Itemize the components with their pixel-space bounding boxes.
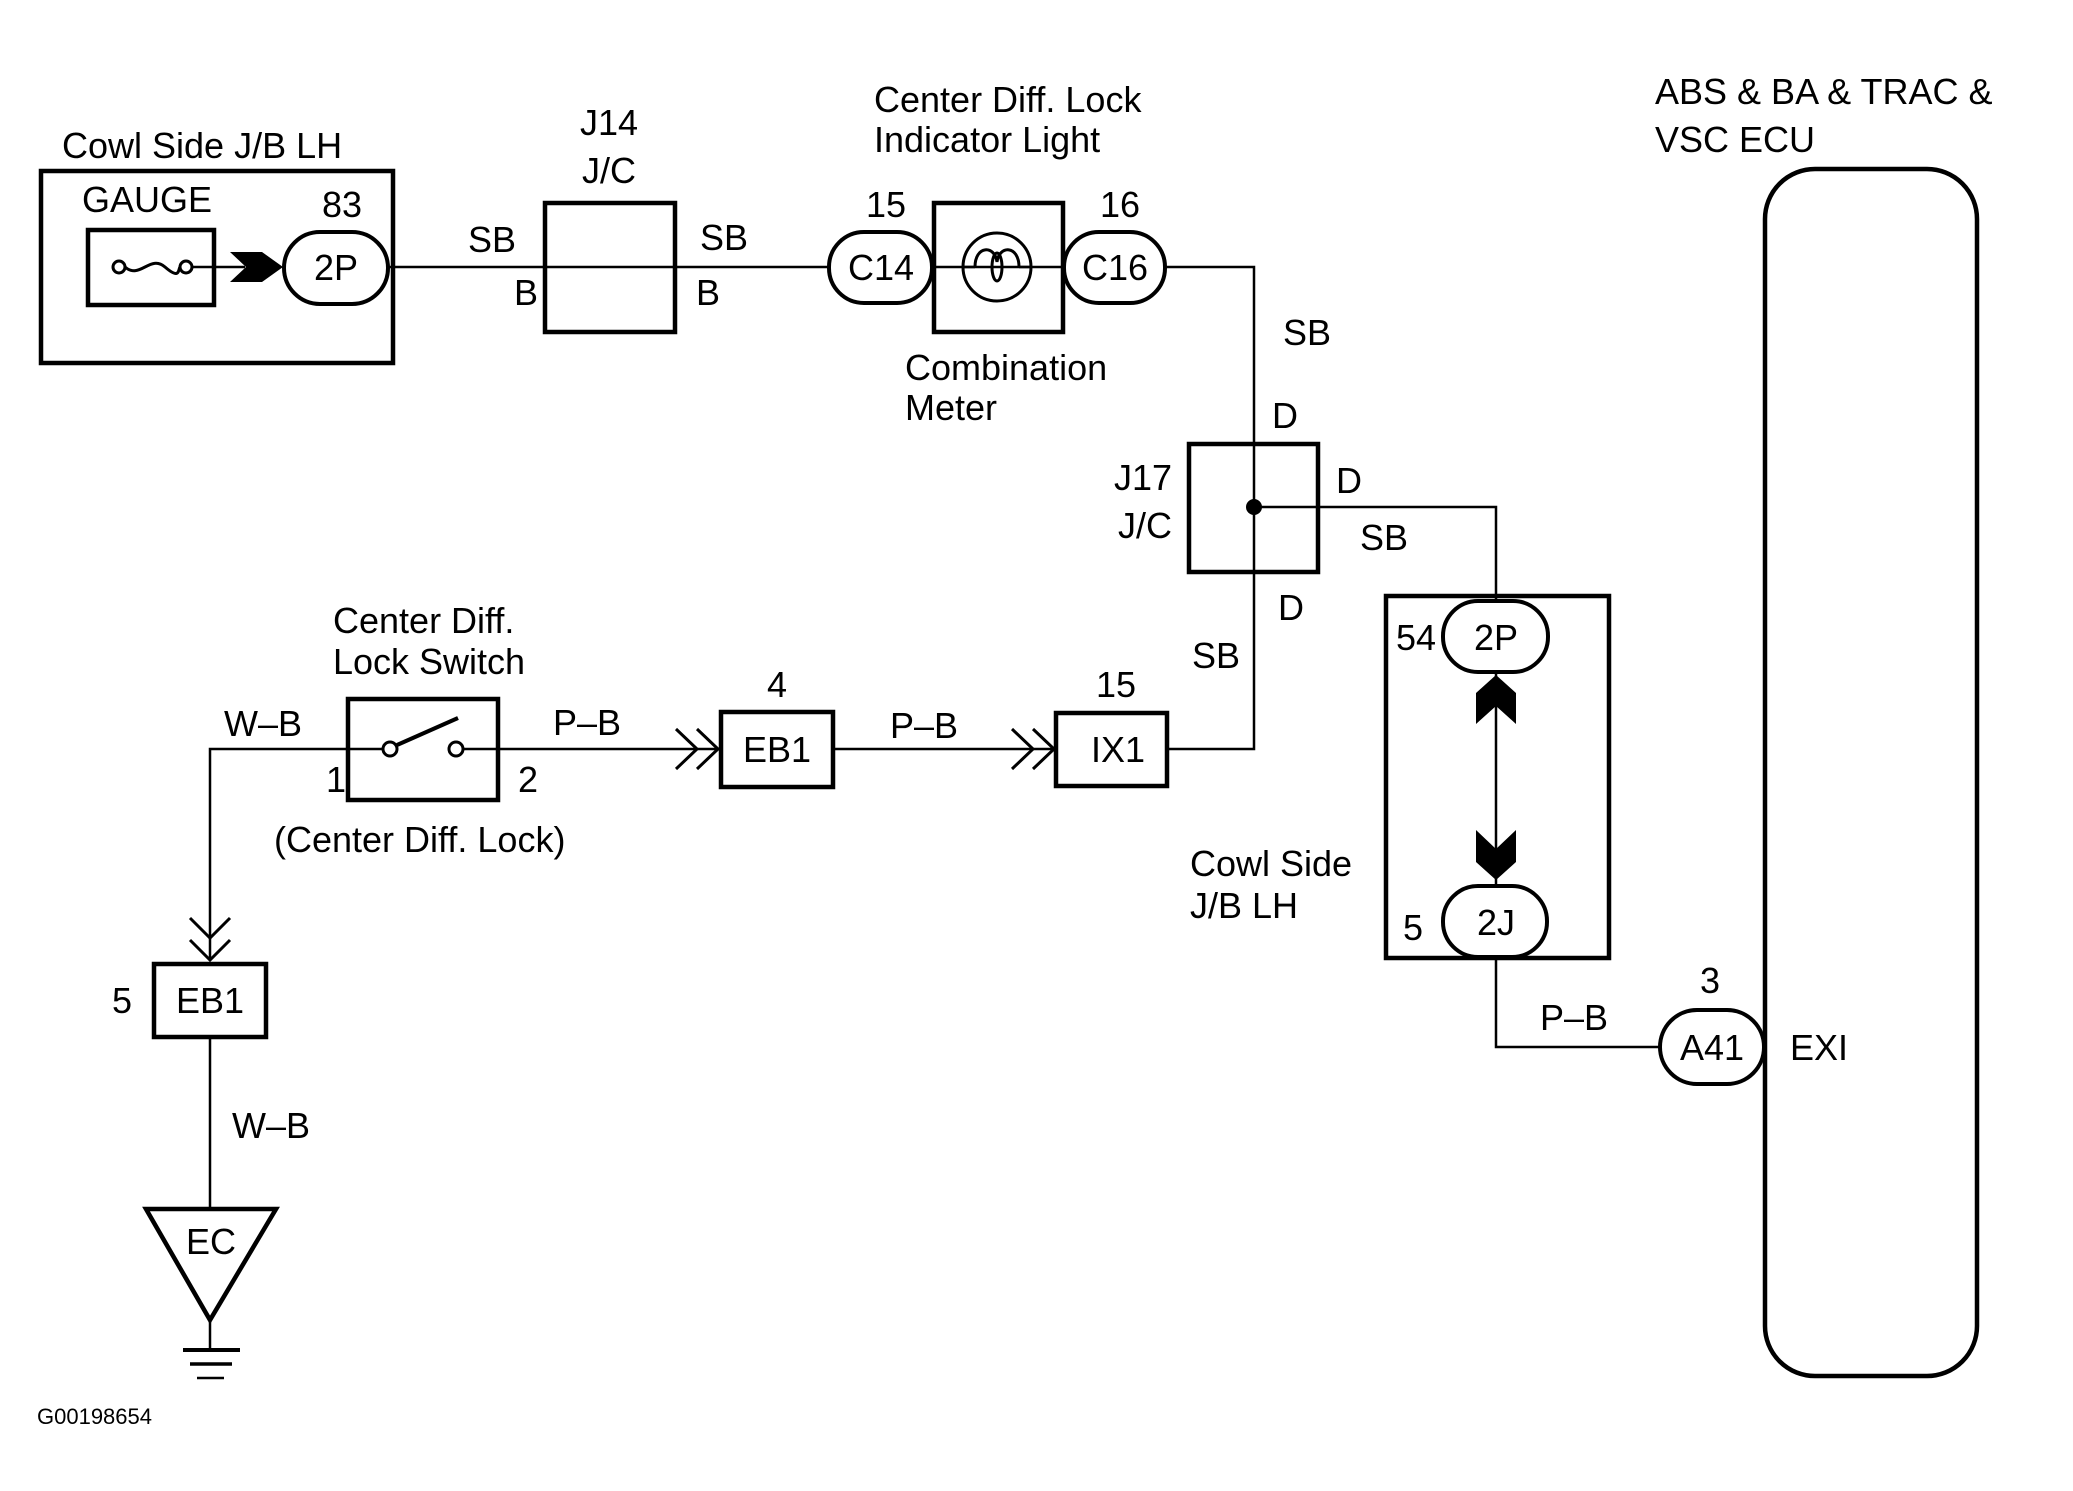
j14-left-bottom-color: B (514, 272, 538, 313)
ground-icon (183, 1320, 240, 1380)
pin-83-label: 83 (322, 184, 362, 225)
ground-point: EC (142, 1206, 280, 1380)
wire-color-switch-left: W–B (224, 703, 302, 744)
connector-c14 (827, 230, 934, 305)
wire-j17-to-cowl (1254, 505, 1498, 600)
ix1-box (1053, 710, 1170, 789)
connector-c14-label: C14 (848, 247, 914, 288)
eb1-right-label: EB1 (743, 729, 811, 770)
wire-color-eb1-ix1: P–B (890, 705, 958, 746)
eb1-ground-pin: 5 (112, 980, 132, 1021)
fuse-icon (111, 259, 194, 275)
cowl-jb-bottom-title-line2: J/B LH (1190, 885, 1298, 926)
ix1-pin: 15 (1096, 664, 1136, 705)
connector-arrow-icon (230, 252, 283, 282)
j14-junction: J14 J/C SB B SB B (468, 102, 748, 335)
connector-chevron-icon (188, 916, 232, 963)
j14-right-top-color: SB (700, 217, 748, 258)
connector-2j (1441, 884, 1549, 959)
j17-right-pin: D (1336, 460, 1362, 501)
j14-right-bottom-color: B (696, 272, 720, 313)
bulb-icon (961, 231, 1033, 303)
ground-triangle (142, 1206, 280, 1325)
connector-2p-bottom (1441, 599, 1550, 674)
j14-box (542, 200, 678, 335)
a41-connector: 3 A41 EXI (1658, 960, 1848, 1086)
wire-color-j17-ix1: SB (1192, 635, 1240, 676)
j14-type: J/C (582, 150, 636, 191)
wire-cowl-to-a41 (1494, 958, 1660, 1049)
ecu-box (1762, 166, 1980, 1379)
j17-top-pin: D (1272, 395, 1298, 436)
wire-j17-to-ix1 (1167, 572, 1256, 751)
eb1-connector-right: 4 EB1 (718, 664, 836, 790)
gauge-fuse-label: GAUGE (82, 179, 212, 220)
cowl-2p-pin: 54 (1396, 617, 1436, 658)
switch-pin-1: 1 (326, 759, 346, 800)
j14-name: J14 (580, 102, 638, 143)
c14-pin-label: 15 (866, 184, 906, 225)
ecu-terminal-exi: EXI (1790, 1027, 1848, 1068)
ground-label: EC (186, 1221, 236, 1262)
connector-2p-top-label: 2P (314, 247, 358, 288)
connector-arrow-down-icon (1476, 830, 1516, 880)
switch-icon (348, 716, 498, 758)
figure-code: G00198654 (37, 1404, 152, 1429)
cowl-jb-top-title: Cowl Side J/B LH (62, 125, 342, 166)
ix1-connector: 15 IX1 (1053, 664, 1170, 789)
c16-pin-label: 16 (1100, 184, 1140, 225)
j17-name: J17 (1114, 457, 1172, 498)
connector-2p-bottom-label: 2P (1474, 617, 1518, 658)
ecu-title-line1: ABS & BA & TRAC & (1655, 71, 1992, 112)
ix1-label: IX1 (1091, 729, 1145, 770)
connector-arrow-up-icon (1476, 675, 1516, 724)
eb1-connector-ground: 5 EB1 (112, 916, 269, 1040)
j14-left-top-color: SB (468, 219, 516, 260)
indicator-title-line2: Indicator Light (874, 119, 1100, 160)
wire-color-j17-cowl: SB (1360, 517, 1408, 558)
a41-pin: 3 (1700, 960, 1720, 1001)
wire-c16-to-j17 (1165, 265, 1256, 443)
meter-label-line2: Meter (905, 387, 997, 428)
wire-color-cowl-a41: P–B (1540, 997, 1608, 1038)
switch-title-line1: Center Diff. (333, 600, 514, 641)
cowl-jb-top: Cowl Side J/B LH GAUGE 83 2P (38, 125, 396, 366)
wire-switch-to-eb1-ground (208, 747, 348, 958)
indicator-title-line1: Center Diff. Lock (874, 79, 1142, 120)
connector-a41-label: A41 (1680, 1027, 1744, 1068)
connector-c16-label: C16 (1082, 247, 1148, 288)
ecu-title-line2: VSC ECU (1655, 119, 1815, 160)
meter-label-line1: Combination (905, 347, 1107, 388)
abs-vsc-ecu: ABS & BA & TRAC & VSC ECU (1655, 71, 1992, 1379)
wire-color-c16-j17: SB (1283, 312, 1331, 353)
eb1-ground-label: EB1 (176, 980, 244, 1021)
cowl-2j-pin: 5 (1403, 907, 1423, 948)
switch-caption: (Center Diff. Lock) (274, 819, 565, 860)
connector-2j-label: 2J (1477, 902, 1515, 943)
center-diff-lock-switch: Center Diff. Lock Switch 1 2 (Center Dif… (274, 600, 565, 860)
cowl-jb-bottom-title-line1: Cowl Side (1190, 843, 1352, 884)
switch-title-line2: Lock Switch (333, 641, 525, 682)
connector-chevron-icon (674, 727, 721, 771)
eb1-right-pin: 4 (767, 664, 787, 705)
cowl-jb-bottom: Cowl Side J/B LH 54 2P 5 2J (1190, 593, 1612, 961)
j17-type: J/C (1118, 505, 1172, 546)
j17-junction: J17 J/C D D D (1114, 395, 1362, 628)
switch-pin-2: 2 (518, 759, 538, 800)
combination-meter: Center Diff. Lock Indicator Light 15 16 … (827, 79, 1167, 428)
j17-bottom-pin: D (1278, 587, 1304, 628)
wire-color-switch-eb1: P–B (553, 702, 621, 743)
wire-color-eb1-ground: W–B (232, 1105, 310, 1146)
